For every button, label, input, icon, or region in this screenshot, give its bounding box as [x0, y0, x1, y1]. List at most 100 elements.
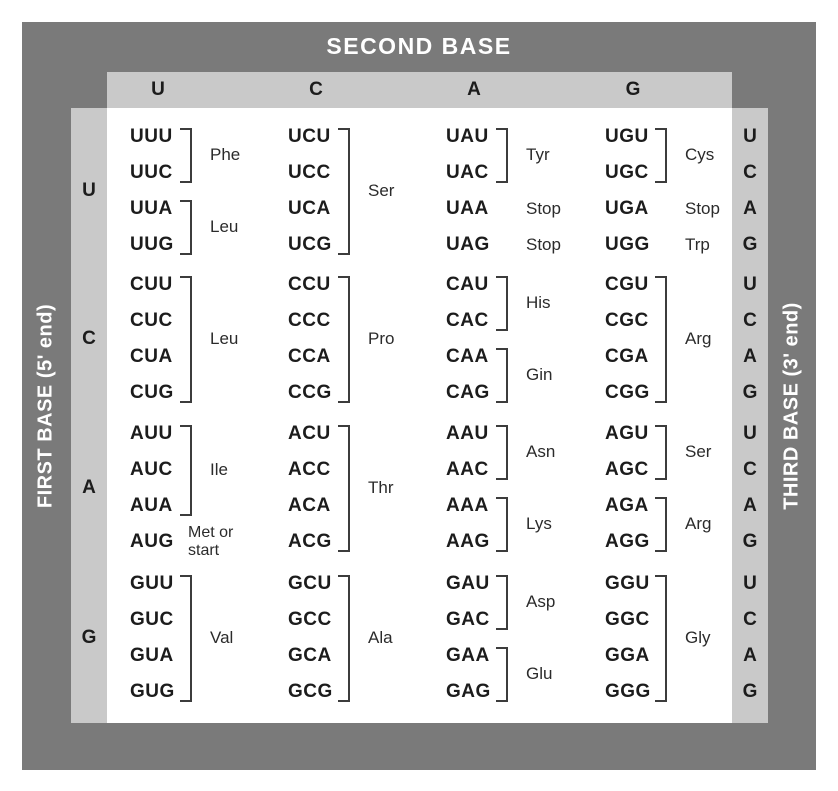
codon-AUU: AUU [130, 423, 173, 444]
codon-UAU: UAU [446, 126, 489, 147]
codon-ACC: ACC [288, 459, 331, 480]
amino-label-Ala: Ala [368, 628, 393, 647]
bracket [496, 128, 508, 183]
second-base-header-G: G [625, 79, 641, 100]
codon-AAG: AAG [446, 531, 490, 552]
codon-CCA: CCA [288, 346, 331, 367]
codon-UUG: UUG [130, 234, 174, 255]
first-base-A: A [82, 477, 96, 498]
second-base-header-C: C [309, 79, 323, 100]
third-base-C-G: G [742, 382, 758, 403]
third-base-A-G: G [742, 531, 758, 552]
second-base-header-A: A [467, 79, 481, 100]
codon-GCC: GCC [288, 609, 332, 630]
amino-label-Pro: Pro [368, 329, 395, 348]
codon-GGC: GGC [605, 609, 650, 630]
amino-label-Arg: Arg [685, 329, 712, 348]
first-base-G: G [81, 627, 97, 648]
bracket [338, 425, 350, 552]
amino-label-Gly: Gly [685, 628, 711, 647]
amino-label-Ser: Ser [368, 181, 395, 200]
bracket [655, 575, 667, 702]
codon-CGU: CGU [605, 274, 649, 295]
codon-GGG: GGG [605, 681, 651, 702]
codon-UGU: UGU [605, 126, 649, 147]
amino-label-line: Met or [188, 524, 234, 542]
amino-label-His: His [526, 293, 551, 312]
bracket [338, 276, 350, 403]
codon-UAA: UAA [446, 198, 489, 219]
amino-label-Thr: Thr [368, 478, 394, 497]
amino-label-Gin: Gin [526, 365, 553, 384]
amino-label-Glu: Glu [526, 664, 553, 683]
codon-AUA: AUA [130, 495, 173, 516]
amino-label-Leu: Leu [210, 329, 239, 348]
second-base-title: SECOND BASE [326, 33, 512, 59]
bracket [180, 200, 192, 255]
amino-label-Stop: Stop [526, 235, 561, 254]
codon-UGA: UGA [605, 198, 649, 219]
amino-label-Arg: Arg [685, 514, 712, 533]
amino-label-line: start [188, 542, 220, 559]
third-base-C-C: C [743, 310, 757, 331]
bracket [496, 647, 508, 702]
codon-AAU: AAU [446, 423, 489, 444]
codon-UAG: UAG [446, 234, 490, 255]
first-base-C: C [82, 328, 96, 349]
codon-GCU: GCU [288, 573, 332, 594]
bracket [496, 348, 508, 403]
codon-UGG: UGG [605, 234, 650, 255]
third-base-axis-label: THIRD BASE (3' end) [780, 302, 803, 510]
third-base-G-C: C [743, 609, 757, 630]
amino-label-Tyr: Tyr [526, 145, 550, 164]
codon-GUC: GUC [130, 609, 174, 630]
codon-GUG: GUG [130, 681, 175, 702]
amino-label-Ser: Ser [685, 442, 712, 461]
codon-GUU: GUU [130, 573, 174, 594]
codon-UCU: UCU [288, 126, 331, 147]
codon-GCG: GCG [288, 681, 333, 702]
codon-AGG: AGG [605, 531, 650, 552]
bracket [180, 276, 192, 403]
bracket [496, 425, 508, 480]
amino-label-Ile: Ile [210, 460, 228, 479]
codon-GAU: GAU [446, 573, 490, 594]
codon-GCA: GCA [288, 645, 332, 666]
amino-label-Stop: Stop [526, 199, 561, 218]
amino-label-Cys: Cys [685, 145, 715, 164]
codon-CCC: CCC [288, 310, 331, 331]
first-base-axis-label: FIRST BASE (5' end) [34, 303, 57, 509]
third-base-G-G: G [742, 681, 758, 702]
codon-CGA: CGA [605, 346, 649, 367]
first-base-strip: U C A G [71, 108, 107, 723]
first-base-U: U [82, 180, 96, 201]
codon-AUG: AUG [130, 531, 174, 552]
codon-CCU: CCU [288, 274, 331, 295]
bracket [496, 497, 508, 552]
codon-UUC: UUC [130, 162, 173, 183]
codon-CUC: CUC [130, 310, 173, 331]
amino-label-Trp: Trp [685, 235, 710, 254]
bracket [655, 425, 667, 480]
amino-label-Asp: Asp [526, 592, 556, 611]
codon-UUA: UUA [130, 198, 173, 219]
bracket [180, 128, 192, 183]
